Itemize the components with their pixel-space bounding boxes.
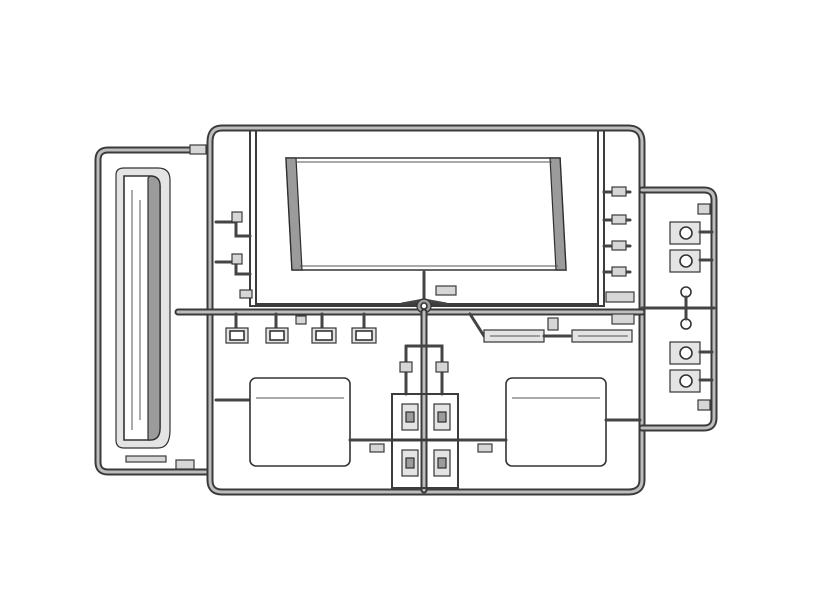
right-small-gates — [602, 186, 635, 325]
lower-right-flat-panel — [456, 377, 642, 467]
center-runner-cluster — [390, 308, 460, 494]
right-side-frame — [638, 186, 718, 432]
lower-left-flat-panel — [214, 377, 394, 467]
left-small-gates — [214, 211, 253, 299]
window-panel-part — [285, 157, 567, 314]
small-parts-row — [225, 312, 633, 344]
center-small-parts — [401, 403, 451, 477]
left-side-frame — [94, 144, 214, 476]
right-side-small-parts — [669, 221, 714, 393]
left-curved-panel-part — [115, 167, 171, 463]
